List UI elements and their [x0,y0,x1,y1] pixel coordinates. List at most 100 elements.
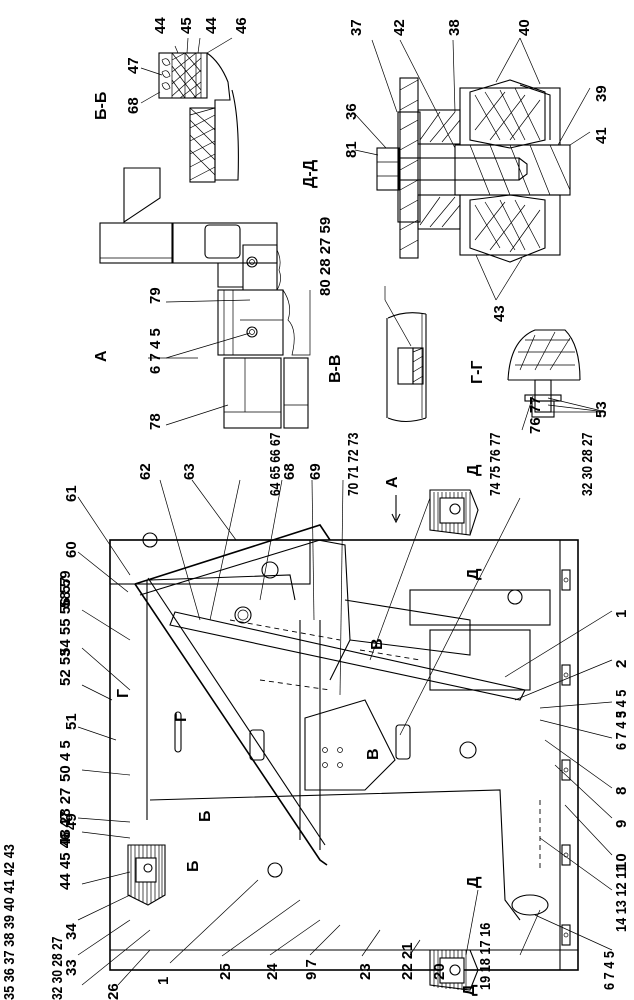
a-callout-6745: 6 7 4 5 [147,328,164,374]
marker-g-2: Г [173,713,190,722]
callout-20: 20 [431,963,448,980]
section-vv-title: В-В [327,355,344,383]
marker-g-1: Г [115,689,132,698]
dd-bushing-top [459,87,561,146]
beam-left-diagonal [134,583,328,866]
callout-34: 34 [63,923,80,940]
callout-24: 24 [264,963,281,980]
marker-d-4: Д [461,984,478,996]
marker-b-1: Б [197,811,214,823]
vv-channel [386,312,427,423]
main-callouts: 61 60 58 59 54 55 56 57 52 53 51 50 4 5 … [0,432,630,1000]
callout-35-43: 35 36 37 38 39 40 41 42 43 [0,844,17,1000]
a-plate [242,244,278,291]
bb-pad-stack [158,52,208,99]
callout-64-67: 64 65 66 67 [267,433,284,496]
callout-1-b: 1 [613,610,630,618]
callout-3-4-5: 3 4 5 [612,689,629,718]
a-upper-beam [99,222,173,264]
main-assembly-view: Г Г Б Б В В Д Д Д Д А [0,432,630,1000]
dd-callout-41: 41 [593,127,610,144]
mount-bottom [429,949,479,991]
bb-cushion-hatch [189,107,216,183]
callout-9: 9 [613,820,630,828]
gg-callout-76-77: 76 77 [527,396,544,434]
marker-v-1: В [369,638,386,650]
right-panel-box [344,599,471,656]
section-bb-detail: Б-Б 68 47 44 45 44 46 [93,17,250,183]
callout-48-28-27: 48 28 27 [57,788,74,846]
callout-74-77: 74 75 76 77 [487,433,504,496]
callout-44-47: 44 45 46 47 [57,811,74,890]
bb-crosshatch [171,52,202,99]
section-vv-detail: В-В 80 28 27 59 [317,217,427,423]
callout-50-4-5: 50 4 5 [57,740,74,782]
callout-49: 49 [63,813,80,830]
marker-v-2: В [365,748,382,760]
marker-b-2: Б [185,861,202,873]
callout-25: 25 [217,963,234,980]
view-a-title: А [93,350,110,362]
callout-9-7: 9 7 [303,959,320,980]
bb-callout-46: 46 [233,17,250,34]
callout-10: 10 [613,853,630,870]
callout-58-59: 58 59 [57,570,74,608]
callout-52-53: 52 53 [57,648,74,686]
dd-callout-42: 42 [391,19,408,36]
bb-callout-47: 47 [125,57,142,74]
a-callout-79: 79 [147,287,164,304]
callout-51: 51 [63,713,80,730]
vv-callout-80-59: 80 28 27 59 [317,217,334,296]
section-gg-detail: Г-Г 76 77 53 [469,329,610,434]
leader-lines [77,479,613,986]
a-callout-78: 78 [147,413,164,430]
section-dd-title: Д-Д [301,159,318,188]
dd-bolt-shank [398,157,520,181]
view-a-detail: А 79 6 7 4 5 78 [93,167,311,430]
mount-right [429,489,479,536]
dd-bolt-head [376,147,400,191]
gg-callout-53: 53 [593,401,610,418]
callout-14-11: 14 13 12 11 [612,865,629,932]
bb-spring-coils [161,58,171,90]
callout-6-7-4-5-a: 6 7 4 5 [600,951,617,990]
callout-26: 26 [105,983,122,1000]
view-a-arrow [391,495,401,524]
callout-54-57: 54 55 56 57 [57,577,74,656]
callout-61: 61 [63,485,80,502]
marker-d-2: Д [465,568,482,580]
main-frame [109,539,579,971]
beam-top-diagonal [134,524,331,585]
dd-callout-37: 37 [348,19,365,36]
section-gg-title: Г-Г [469,361,486,384]
callout-1-a: 1 [155,977,172,985]
gg-knob [507,329,581,381]
a-tube-section [204,224,241,259]
left-top-panel [109,539,311,585]
mount-top [127,844,166,906]
callout-63: 63 [181,463,198,480]
marker-a: А [384,476,401,488]
callout-19-16: 19 18 17 16 [476,922,493,990]
dd-callout-40: 40 [516,19,533,36]
marker-d-3: Д [465,876,482,888]
callout-33: 33 [63,959,80,976]
section-bb-title: Б-Б [93,92,110,120]
a-frame-top [172,222,278,264]
a-lower-block [217,289,284,356]
dd-sleeve [454,144,571,196]
a-foot-block [223,357,282,429]
callout-23: 23 [357,963,374,980]
callout-60: 60 [63,541,80,558]
dd-plate [399,77,419,259]
section-dd-detail: Д-Д 37 42 38 40 36 81 [301,19,610,322]
bb-callout-44b: 44 [203,17,220,34]
dd-spacer-bottom [417,194,461,230]
dd-callout-43: 43 [491,305,508,322]
a-gusset [123,167,161,224]
callout-70-73: 70 71 72 73 [345,432,362,496]
callout-32-27-b: 32 30 28 27 [579,433,596,496]
callout-69: 69 [307,463,324,480]
section-markers: Г Г Б Б В В Д Д Д Д А [115,464,482,996]
